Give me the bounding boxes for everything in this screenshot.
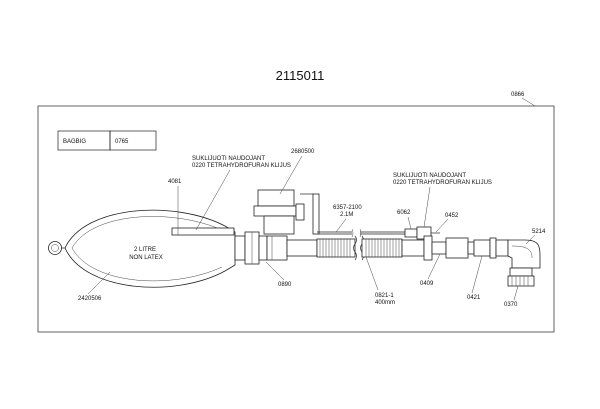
label-tube-length: 2.1M [340,212,353,218]
corrugated-tube-2 [361,238,403,258]
oxygen-tube [317,228,405,238]
assembly-number-leader [521,97,536,107]
coupler [473,237,509,259]
corrugated-tube-1 [316,238,356,258]
label-note-b-line-2: 0220 TETRAHYDROFURAN KLIJUS [393,180,492,186]
label-hose-length: 400mm [375,300,395,306]
bag-neck-connector [234,231,268,265]
kit-table-cell-2: 0765 [115,139,129,145]
tee-tube [266,235,318,261]
label-filter: 2680500 [291,149,315,155]
bag-capacity-label: 2 LITRE [134,247,156,253]
leader-6062 [407,216,412,230]
bag-eyelet [48,241,65,255]
leader-0890 [265,261,285,281]
label-note-b-line-1: SUKLIJUOTI NAUDOJANT [393,173,466,179]
leader-filter [279,155,303,195]
bag-material-label: NON LATEX [129,255,163,261]
leader-note-b [423,186,431,228]
label-note-a-line-1: SUKLIJUOTI NAUDOJANT [192,156,265,162]
small-connector [404,226,440,240]
leader-0452 [435,218,449,233]
assembly-frame [37,105,555,333]
label-connector: 4081 [168,179,182,185]
insert-tube [171,227,235,236]
elbow-connector [507,239,541,269]
label-0370: 0370 [504,302,518,308]
leader-tube [335,218,347,233]
kit-table-cell-1: BAGBIG [63,139,86,145]
label-0421: 0421 [467,295,481,301]
label-note-a-line-2: 0220 TETRAHYDROFURAN KLIJUS [192,163,291,169]
kit-table: BAGBIG 0765 [57,130,157,151]
leader-bag [87,271,111,295]
label-0890: 0890 [278,282,292,288]
assembly-number: 0866 [511,92,525,98]
leader-elbow [525,234,536,245]
label-6062: 6062 [397,210,411,216]
label-0409: 0409 [420,281,434,287]
label-elbow: 5214 [532,229,546,235]
leader-0370 [513,285,519,301]
leader-0409 [427,253,441,280]
leader-note-a [195,169,231,231]
label-tube-part: 6357-2100 [333,205,362,211]
leader-hose [365,256,379,291]
drawing-title: 2115011 [276,68,325,83]
label-hose-part: 0821-1 [375,293,394,299]
filter-housing [253,189,320,235]
leader-0421 [471,255,483,294]
mask-connector [507,267,535,287]
label-0452: 0452 [445,213,459,219]
label-bag-part: 2420506 [78,296,102,302]
adapter [401,235,475,261]
